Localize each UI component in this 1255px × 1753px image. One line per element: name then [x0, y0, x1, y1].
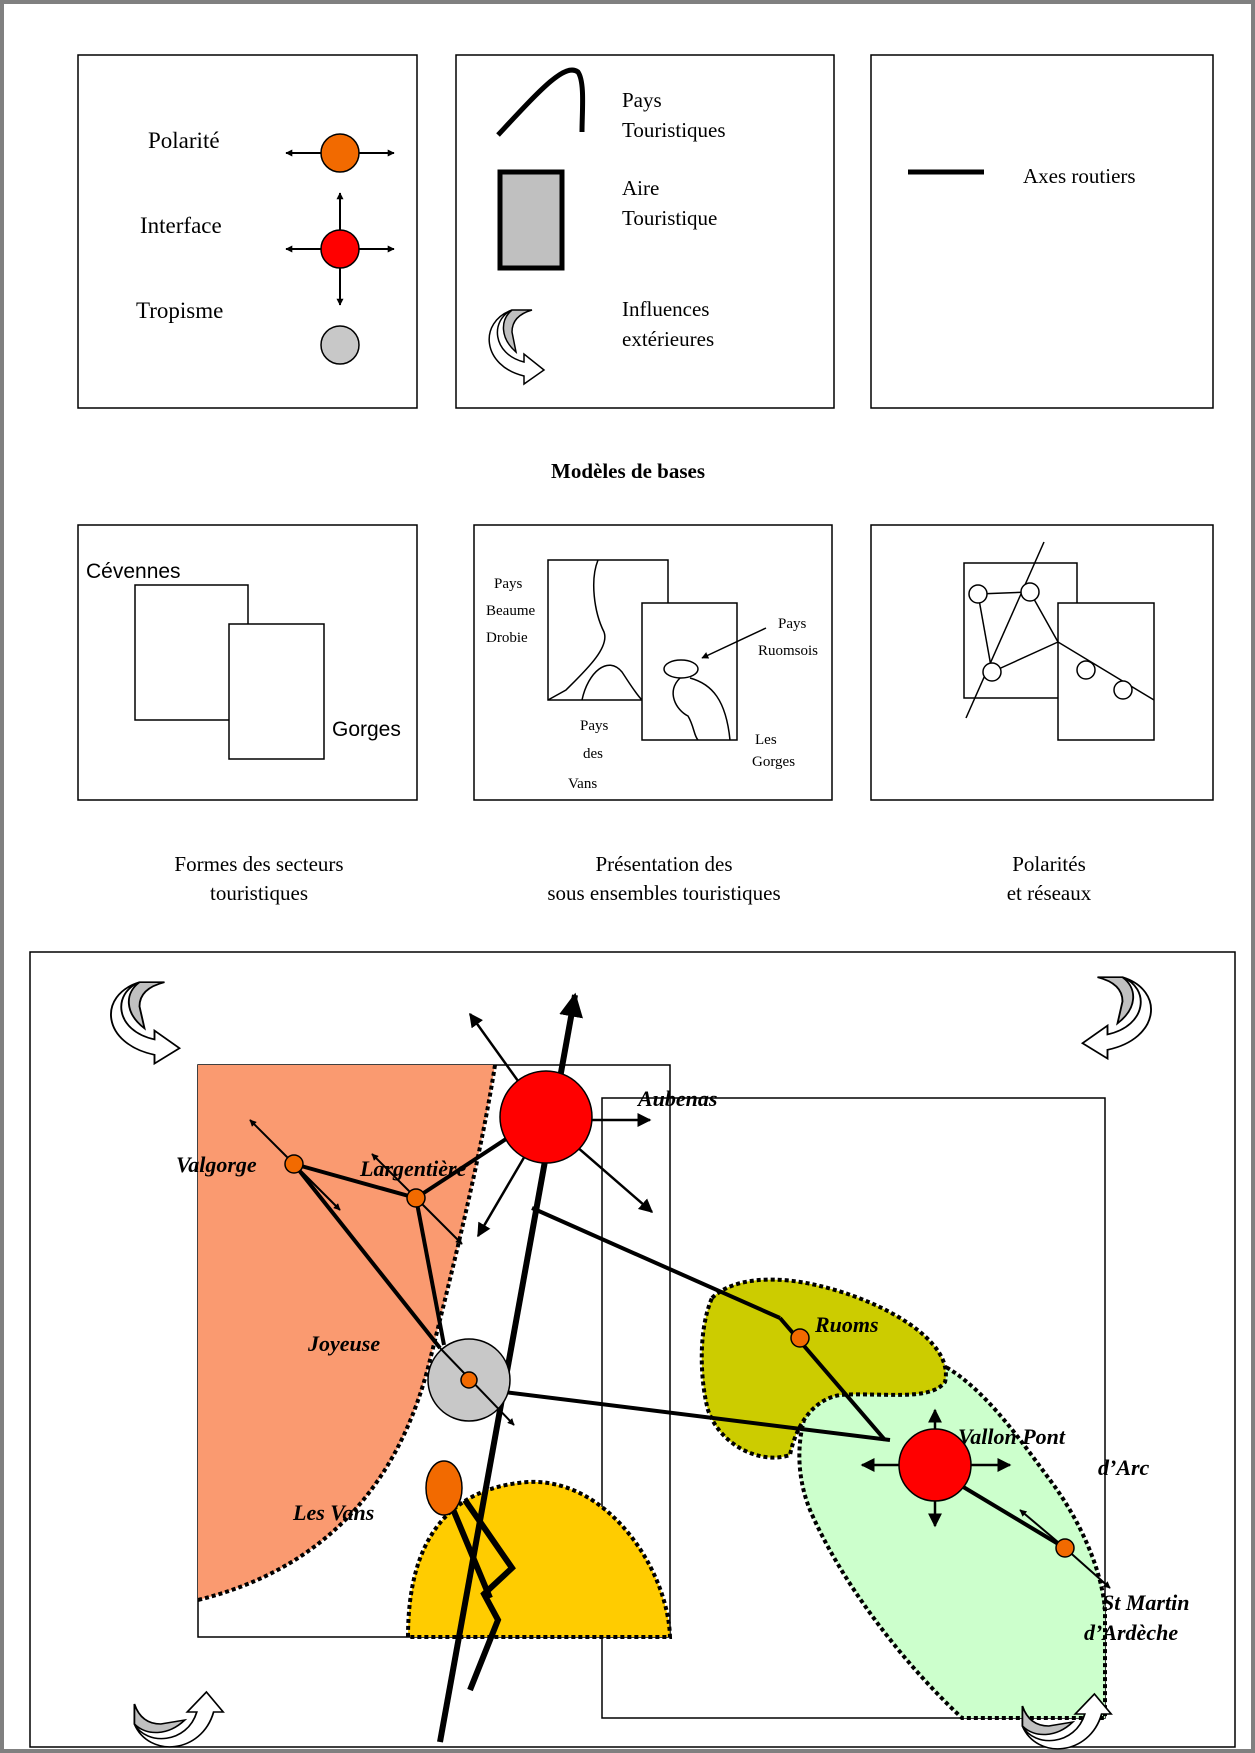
beaume-label-line1: Pays — [494, 576, 523, 592]
interface-symbol — [285, 192, 395, 306]
formes-caption-line1: Formes des secteurs — [174, 852, 343, 876]
pays-touristiques-curve — [496, 67, 586, 137]
zone-les-vans — [405, 1479, 673, 1639]
node-valgorge — [249, 1119, 341, 1211]
polarites-caption-line1: Polarités — [1012, 852, 1086, 876]
zone-gorges — [797, 1347, 1107, 1720]
model-polarites — [870, 524, 1214, 801]
vans-label-line2: des — [583, 746, 603, 762]
model-formes: Cévennes Gorges — [77, 524, 418, 801]
road-les-vans — [462, 1498, 516, 1692]
influence-arrow-icon — [488, 309, 545, 385]
aire-touristique-line2: Touristique — [622, 206, 717, 230]
road-valgorge-largentiere — [293, 1162, 417, 1200]
section-title: Modèles de bases — [551, 459, 705, 483]
road-largentiere-joyeuse — [414, 1197, 446, 1346]
legend-box-roads: Axes routiers — [870, 54, 1214, 409]
label-st-martin-line1: St Martin — [1102, 1590, 1189, 1615]
label-valgorge: Valgorge — [176, 1152, 257, 1177]
node-vallon — [860, 1408, 1012, 1528]
polarite-symbol — [285, 133, 395, 173]
node-aubenas — [468, 1012, 654, 1238]
label-vallon-line2: d’Arc — [1098, 1455, 1150, 1480]
label-les-vans: Les Vans — [292, 1500, 374, 1525]
legend-polarite-label: Polarité — [148, 128, 220, 153]
main-map: Aubenas Largentière Valgorge Joyeuse Les… — [29, 951, 1236, 1750]
gorges-small-label-line2: Gorges — [752, 754, 795, 770]
road-joyeuse-vallon — [487, 1388, 891, 1442]
node-st-martin — [1019, 1509, 1111, 1589]
tropisme-symbol — [320, 325, 360, 365]
label-vallon-line1: Vallon Pont — [958, 1424, 1066, 1449]
label-joyeuse: Joyeuse — [307, 1331, 380, 1356]
gorges-small-label-line1: Les — [755, 732, 777, 748]
gorges-label: Gorges — [332, 718, 401, 741]
formes-caption-line2: touristiques — [210, 881, 308, 905]
cevennes-label: Cévennes — [86, 560, 181, 583]
beaume-label-line2: Beaume — [486, 603, 535, 619]
ruomsois-label-line1: Pays — [778, 616, 807, 632]
road-aubenas-ruoms — [531, 1206, 781, 1320]
polarites-caption-line2: et réseaux — [1007, 881, 1092, 905]
aire-gorges — [601, 1097, 1106, 1719]
presentation-caption-line2: sous ensembles touristiques — [547, 881, 780, 905]
legend-interface-label: Interface — [140, 213, 222, 238]
road-valgorge-joyeuse — [292, 1162, 442, 1350]
legend-box-areas: Pays Touristiques Aire Touristique Influ… — [455, 54, 835, 409]
node-les-vans — [425, 1460, 463, 1516]
axes-routiers-label: Axes routiers — [1023, 164, 1136, 188]
aire-touristique-line1: Aire — [622, 176, 659, 200]
label-ruoms: Ruoms — [814, 1312, 879, 1337]
node-joyeuse — [427, 1338, 515, 1426]
influences-line1: Influences — [622, 297, 709, 321]
vans-label-line1: Pays — [580, 718, 609, 734]
label-aubenas: Aubenas — [636, 1086, 717, 1111]
legend-tropisme-label: Tropisme — [136, 298, 223, 323]
beaume-label-line3: Drobie — [486, 630, 528, 646]
pays-touristiques-line2: Touristiques — [622, 118, 726, 142]
node-largentiere — [371, 1153, 463, 1245]
presentation-caption-line1: Présentation des — [595, 852, 732, 876]
label-largentiere: Largentière — [359, 1156, 467, 1181]
node-ruoms — [790, 1328, 810, 1348]
model-presentation: Pays Beaume Drobie Pays Ruomsois Pays de… — [473, 524, 833, 801]
pays-touristiques-line1: Pays — [622, 88, 662, 112]
label-st-martin-line2: d’Ardèche — [1084, 1620, 1178, 1645]
legend-box-symbols: Polarité Interface Tropisme — [77, 54, 418, 409]
influences-line2: extérieures — [622, 327, 714, 351]
ruomsois-label-line2: Ruomsois — [758, 643, 818, 659]
aire-touristique-rect — [497, 169, 565, 271]
vans-label-line3: Vans — [568, 776, 597, 792]
